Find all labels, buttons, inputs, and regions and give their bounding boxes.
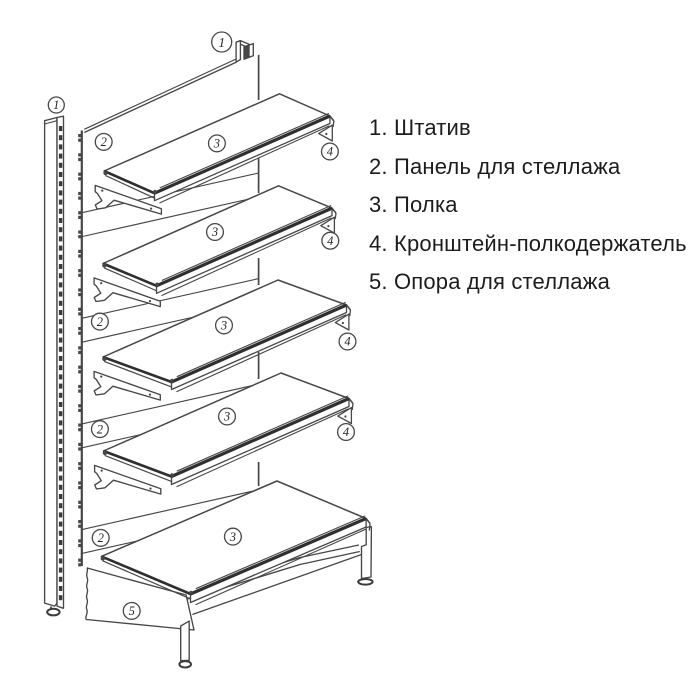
svg-text:3: 3	[211, 225, 218, 239]
svg-text:3: 3	[223, 410, 230, 424]
svg-text:4: 4	[327, 234, 333, 248]
svg-text:3: 3	[220, 319, 227, 333]
svg-text:4: 4	[327, 145, 333, 159]
svg-text:3: 3	[229, 530, 236, 544]
svg-text:2: 2	[98, 531, 104, 545]
svg-text:4: 4	[344, 335, 350, 349]
svg-text:5: 5	[129, 604, 135, 618]
svg-text:1: 1	[218, 35, 225, 50]
svg-text:2: 2	[97, 422, 103, 436]
svg-text:4: 4	[343, 425, 349, 439]
svg-text:3: 3	[213, 137, 220, 151]
svg-text:2: 2	[101, 135, 107, 149]
svg-text:1: 1	[53, 98, 59, 112]
svg-text:2: 2	[97, 315, 103, 329]
